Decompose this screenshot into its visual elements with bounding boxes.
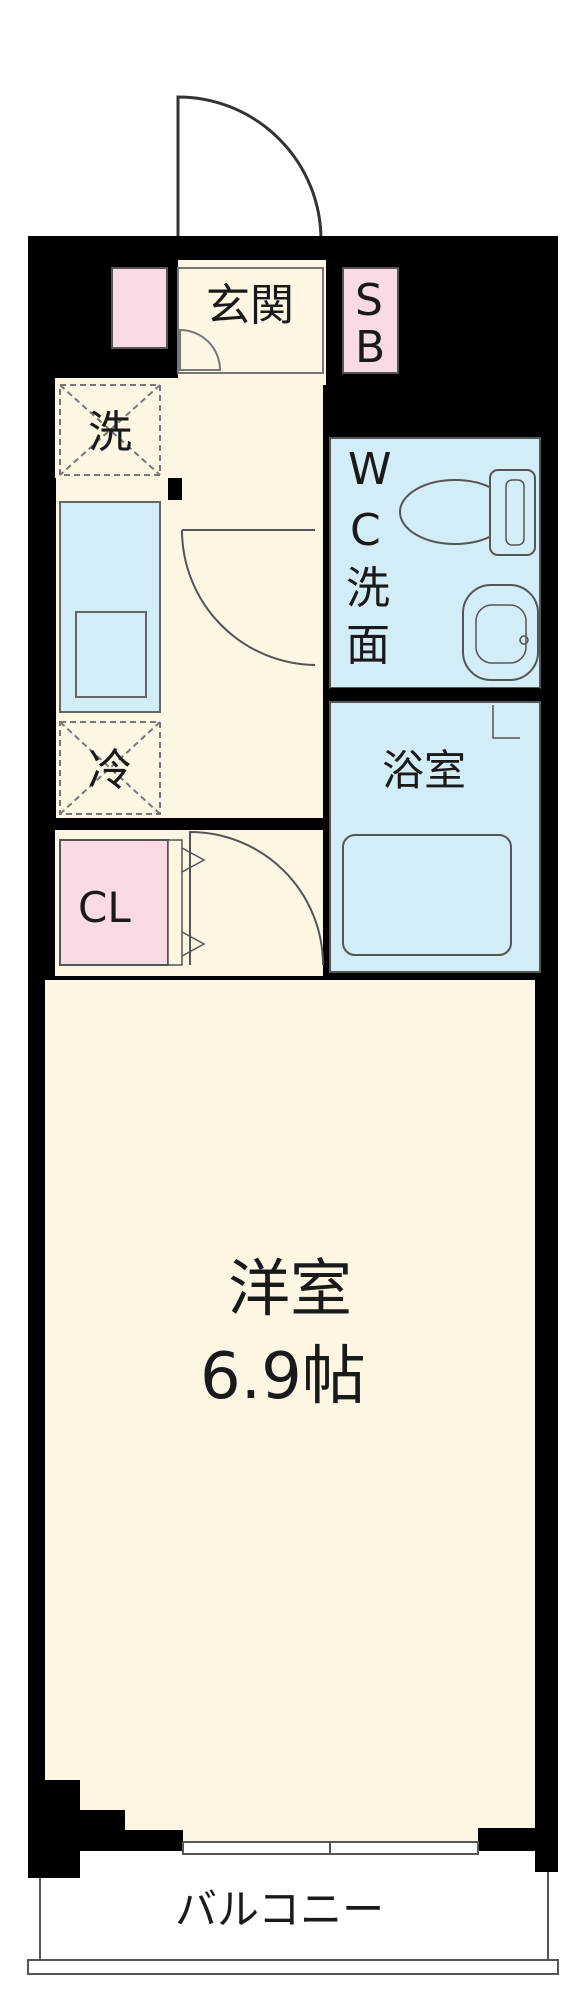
entrance-inner-door: [179, 328, 222, 371]
shoe-box-label-b: B: [355, 322, 385, 373]
balcony-area: [27, 1860, 559, 1975]
bath-label: 浴室: [382, 746, 466, 795]
balcony-label: バルコニー: [175, 1885, 384, 1934]
shoe-box[interactable]: [342, 267, 399, 374]
entrance-door: [176, 95, 323, 241]
balcony-left-post: [28, 1850, 80, 1878]
wash-label-1: 洗: [346, 563, 390, 614]
wall-step-4: [478, 1828, 535, 1850]
hall-wall-a: [168, 478, 182, 500]
closet[interactable]: [59, 839, 206, 966]
washer-label: 洗: [88, 407, 132, 458]
western-room-label: 洋室: [228, 1252, 352, 1325]
wash-label-2: 面: [346, 620, 390, 671]
entrance-label: 玄関: [206, 280, 294, 331]
kitchen-counter: [59, 501, 161, 713]
window: [182, 1841, 479, 1855]
bath-door-mark: [492, 705, 520, 739]
toilet-icon: [399, 469, 536, 556]
wc-label-w: W: [348, 444, 392, 495]
entrance-area: [177, 267, 324, 374]
wc-label-c: C: [350, 505, 381, 556]
closet-label: CL: [78, 883, 131, 932]
hall-door: [181, 529, 316, 666]
wall-step-2: [80, 1810, 125, 1850]
hall-wall-c: [44, 818, 324, 830]
room-door: [189, 830, 324, 966]
shoe-box-label-s: S: [355, 275, 383, 326]
fridge-label: 冷: [88, 745, 132, 796]
wall-step-3: [125, 1830, 183, 1850]
western-room-floor: [45, 980, 535, 1845]
wash-basin-icon: [462, 584, 539, 681]
wc-divider: [330, 688, 540, 702]
western-room-size: 6.9帖: [200, 1340, 366, 1414]
entrance-storage: [111, 267, 168, 349]
hall-wall-b: [44, 478, 56, 818]
wall-step-1: [40, 1780, 80, 1850]
washer-pan: [59, 384, 161, 476]
fridge-space: [59, 721, 161, 815]
bathtub: [342, 834, 512, 956]
balcony-right-post: [535, 1850, 558, 1872]
